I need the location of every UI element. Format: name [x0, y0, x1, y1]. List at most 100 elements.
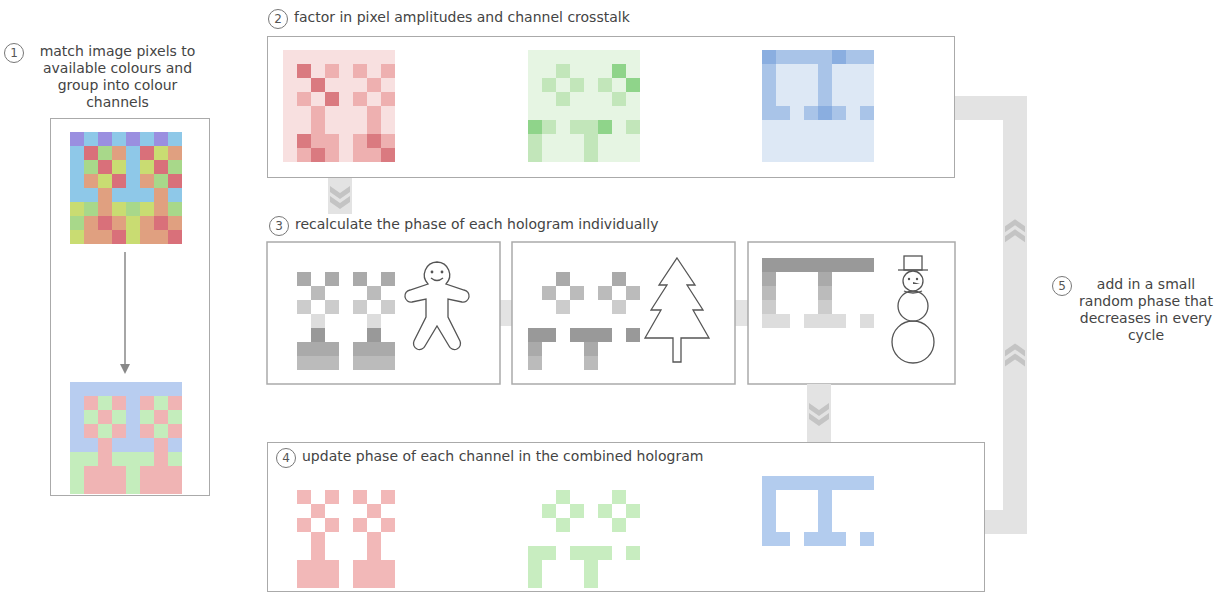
pixel [598, 106, 612, 120]
gingerbread-figure [405, 262, 469, 350]
pixel [832, 258, 846, 272]
pixel [339, 148, 353, 162]
pixel [353, 106, 367, 120]
pixel [70, 174, 84, 188]
pixel [140, 216, 154, 230]
pixel [598, 64, 612, 78]
pixel [154, 382, 168, 396]
pixel [126, 202, 140, 216]
pixel [98, 452, 112, 466]
pixel [612, 92, 626, 106]
pixel [70, 410, 84, 424]
pixel [70, 160, 84, 174]
pixel [790, 50, 804, 64]
pixel [790, 106, 804, 120]
pixel [612, 490, 626, 504]
pixel [556, 272, 570, 286]
pixel [832, 78, 846, 92]
pixel [84, 202, 98, 216]
pixel [584, 342, 598, 356]
step-text: factor in pixel amplitudes and channel c… [294, 9, 630, 26]
pixel [528, 560, 542, 574]
pixel [804, 148, 818, 162]
pixel [832, 64, 846, 78]
pixel [311, 328, 325, 342]
pixel [339, 64, 353, 78]
pixel [804, 532, 818, 546]
pixel [818, 92, 832, 106]
pixel [126, 382, 140, 396]
pixel [168, 188, 182, 202]
pixel [860, 106, 874, 120]
pixel [804, 106, 818, 120]
pixel [818, 286, 832, 300]
pixel [112, 396, 126, 410]
chevron [1005, 343, 1025, 356]
pixel [818, 106, 832, 120]
pixel [818, 300, 832, 314]
pixel [154, 202, 168, 216]
pixel [381, 148, 395, 162]
pixel [818, 120, 832, 134]
pixel [311, 134, 325, 148]
pixel [70, 438, 84, 452]
pixel [528, 328, 542, 342]
pixel [570, 106, 584, 120]
pixel [832, 476, 846, 490]
pixel [168, 382, 182, 396]
pixel [367, 356, 381, 370]
pixel [528, 120, 542, 134]
pixel [126, 188, 140, 202]
pixel [297, 64, 311, 78]
pixel [311, 92, 325, 106]
step-heading: 3recalculate the phase of each hologram … [267, 214, 955, 238]
pixel [311, 560, 325, 574]
pixel [804, 258, 818, 272]
pixel [790, 258, 804, 272]
pixel [339, 120, 353, 134]
pixel [818, 258, 832, 272]
pixel [112, 424, 126, 438]
pixel [762, 92, 776, 106]
pixel [584, 134, 598, 148]
pixel [762, 518, 776, 532]
pixel [556, 148, 570, 162]
chevron [1005, 229, 1025, 242]
pixel [98, 216, 112, 230]
pixel [528, 574, 542, 588]
pixel [790, 78, 804, 92]
pixel [367, 92, 381, 106]
pixel [283, 92, 297, 106]
pixel [762, 134, 776, 148]
pixel [542, 50, 556, 64]
pixel [84, 452, 98, 466]
flow-connector [330, 178, 350, 214]
pixel [84, 216, 98, 230]
connector-bar [807, 384, 831, 442]
step-heading: 2factor in pixel amplitudes and channel … [268, 9, 956, 29]
pixel [84, 438, 98, 452]
pixel [818, 50, 832, 64]
pixel [140, 382, 154, 396]
pixel [339, 134, 353, 148]
pixel [112, 132, 126, 146]
pixel [776, 106, 790, 120]
pixel [556, 92, 570, 106]
pixel [818, 490, 832, 504]
pixel [556, 120, 570, 134]
tree-figure [645, 258, 709, 362]
pixel [140, 132, 154, 146]
pixel [598, 504, 612, 518]
pixel [804, 120, 818, 134]
pixel [98, 480, 112, 494]
pixel [325, 490, 339, 504]
pixel [556, 490, 570, 504]
pixel [381, 560, 395, 574]
pixel [367, 546, 381, 560]
pixel [381, 300, 395, 314]
pixel [626, 328, 640, 342]
pixel [626, 64, 640, 78]
pixel [381, 64, 395, 78]
flow-connector [809, 384, 829, 442]
pixel [297, 490, 311, 504]
